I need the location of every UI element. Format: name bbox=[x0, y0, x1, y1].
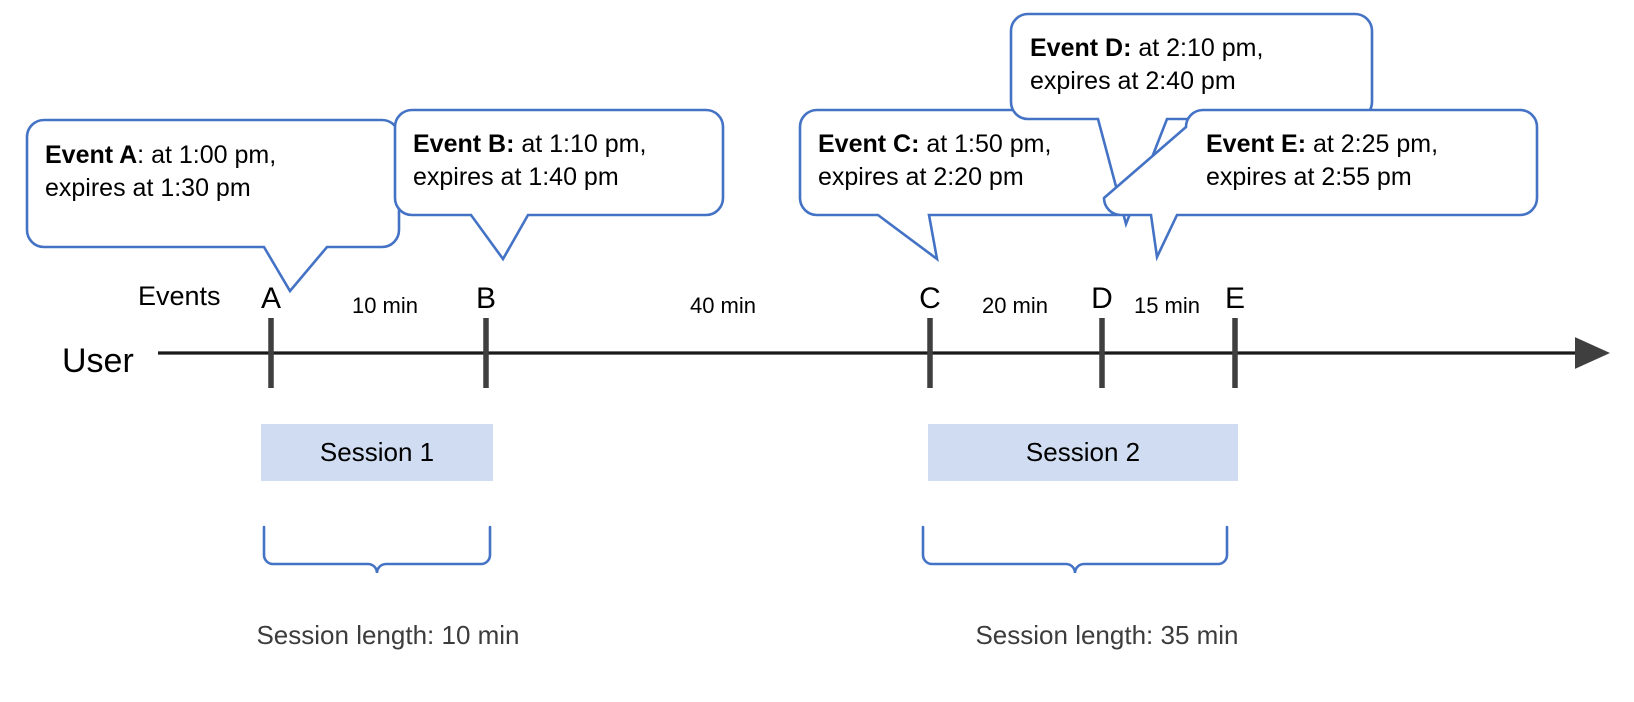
gap-label-ab: 10 min bbox=[352, 293, 418, 318]
marker-letter-e: E bbox=[1225, 282, 1245, 315]
callout-event-c[interactable]: Event C: at 1:50 pm, expires at 2:20 pm bbox=[798, 108, 1136, 263]
marker-letter-b: B bbox=[476, 282, 496, 315]
callout-c-rest: at 1:50 pm, bbox=[926, 130, 1051, 158]
session-2-brace bbox=[921, 525, 1229, 574]
callout-e-line2: expires at 2:55 pm bbox=[1206, 163, 1412, 191]
marker-letter-d: D bbox=[1091, 282, 1113, 315]
session-2-label: Session 2 bbox=[1026, 437, 1140, 467]
session-1-caption: Session length: 10 min bbox=[256, 620, 519, 650]
callout-e-rest: at 2:25 pm, bbox=[1313, 130, 1438, 158]
callout-bubble-a bbox=[25, 118, 401, 294]
callout-e-sep bbox=[1306, 130, 1313, 158]
marker-letter-c: C bbox=[919, 282, 941, 315]
callout-d-bold: Event D: bbox=[1030, 34, 1131, 62]
callout-a-sep: : bbox=[137, 141, 151, 169]
session-2-caption: Session length: 35 min bbox=[975, 620, 1238, 650]
events-row-label: Events bbox=[138, 281, 221, 311]
gap-label-cd: 20 min bbox=[982, 293, 1048, 318]
callout-c-sep bbox=[919, 130, 926, 158]
callout-b-line1: Event B: at 1:10 pm, bbox=[413, 130, 646, 158]
callout-d-line1: Event D: at 2:10 pm, bbox=[1030, 34, 1263, 62]
callout-event-a[interactable]: Event A: at 1:00 pm, expires at 1:30 pm bbox=[25, 118, 401, 294]
callout-b-rest: at 1:10 pm, bbox=[521, 130, 646, 158]
callout-e-line1: Event E: at 2:25 pm, bbox=[1206, 130, 1438, 158]
marker-letter-a: A bbox=[261, 282, 281, 315]
callout-e-bold: Event E: bbox=[1206, 130, 1306, 158]
session-1-box[interactable] bbox=[261, 424, 493, 481]
callout-event-e[interactable]: Event E: at 2:25 pm, expires at 2:55 pm bbox=[1102, 108, 1539, 262]
callout-c-bold: Event C: bbox=[818, 130, 919, 158]
callout-a-line1: Event A: at 1:00 pm, bbox=[45, 141, 276, 169]
callout-bubble-e bbox=[1102, 108, 1539, 262]
gap-label-de: 15 min bbox=[1134, 293, 1200, 318]
callout-d-rest: at 2:10 pm, bbox=[1138, 34, 1263, 62]
callout-b-line2: expires at 1:40 pm bbox=[413, 163, 619, 191]
callout-d-line2: expires at 2:40 pm bbox=[1030, 67, 1236, 95]
session-2-box[interactable] bbox=[928, 424, 1238, 481]
callout-c-line2: expires at 2:20 pm bbox=[818, 163, 1024, 191]
session-1-label: Session 1 bbox=[320, 437, 434, 467]
callout-a-rest: at 1:00 pm, bbox=[151, 141, 276, 169]
callout-b-sep bbox=[514, 130, 521, 158]
callout-d-sep bbox=[1131, 34, 1138, 62]
callout-b-bold: Event B: bbox=[413, 130, 514, 158]
callout-bubble-b bbox=[393, 108, 725, 262]
session-1-brace bbox=[262, 525, 492, 574]
callout-a-line2: expires at 1:30 pm bbox=[45, 174, 251, 202]
user-axis-label: User bbox=[62, 342, 134, 380]
callout-event-b[interactable]: Event B: at 1:10 pm, expires at 1:40 pm bbox=[393, 108, 725, 262]
callout-a-bold: Event A bbox=[45, 141, 137, 169]
callout-c-line1: Event C: at 1:50 pm, bbox=[818, 130, 1051, 158]
gap-label-bc: 40 min bbox=[690, 293, 756, 318]
